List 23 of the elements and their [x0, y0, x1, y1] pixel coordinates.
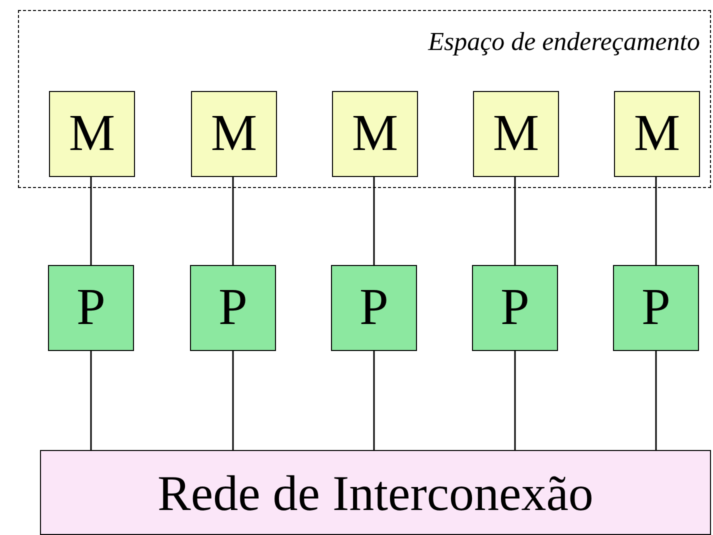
- address-space-region: [18, 10, 711, 188]
- network-box: Rede de Interconexão: [40, 450, 711, 535]
- connector-line: [514, 176, 516, 265]
- memory-box: M: [49, 91, 135, 177]
- memory-box: M: [191, 91, 277, 177]
- connector-line: [655, 176, 657, 265]
- connector-line: [232, 351, 234, 450]
- memory-box: M: [614, 91, 700, 177]
- connector-line: [655, 351, 657, 450]
- processor-box: P: [613, 265, 699, 351]
- processor-box: P: [190, 265, 276, 351]
- processor-box: P: [472, 265, 558, 351]
- connector-line: [232, 176, 234, 265]
- memory-box: M: [332, 91, 418, 177]
- connector-line: [90, 176, 92, 265]
- connector-line: [373, 351, 375, 450]
- connector-line: [90, 351, 92, 450]
- connector-line: [373, 176, 375, 265]
- region-label: Espaço de endereçamento: [428, 27, 700, 57]
- memory-box: M: [473, 91, 559, 177]
- processor-box: P: [48, 265, 134, 351]
- connector-line: [514, 351, 516, 450]
- processor-box: P: [331, 265, 417, 351]
